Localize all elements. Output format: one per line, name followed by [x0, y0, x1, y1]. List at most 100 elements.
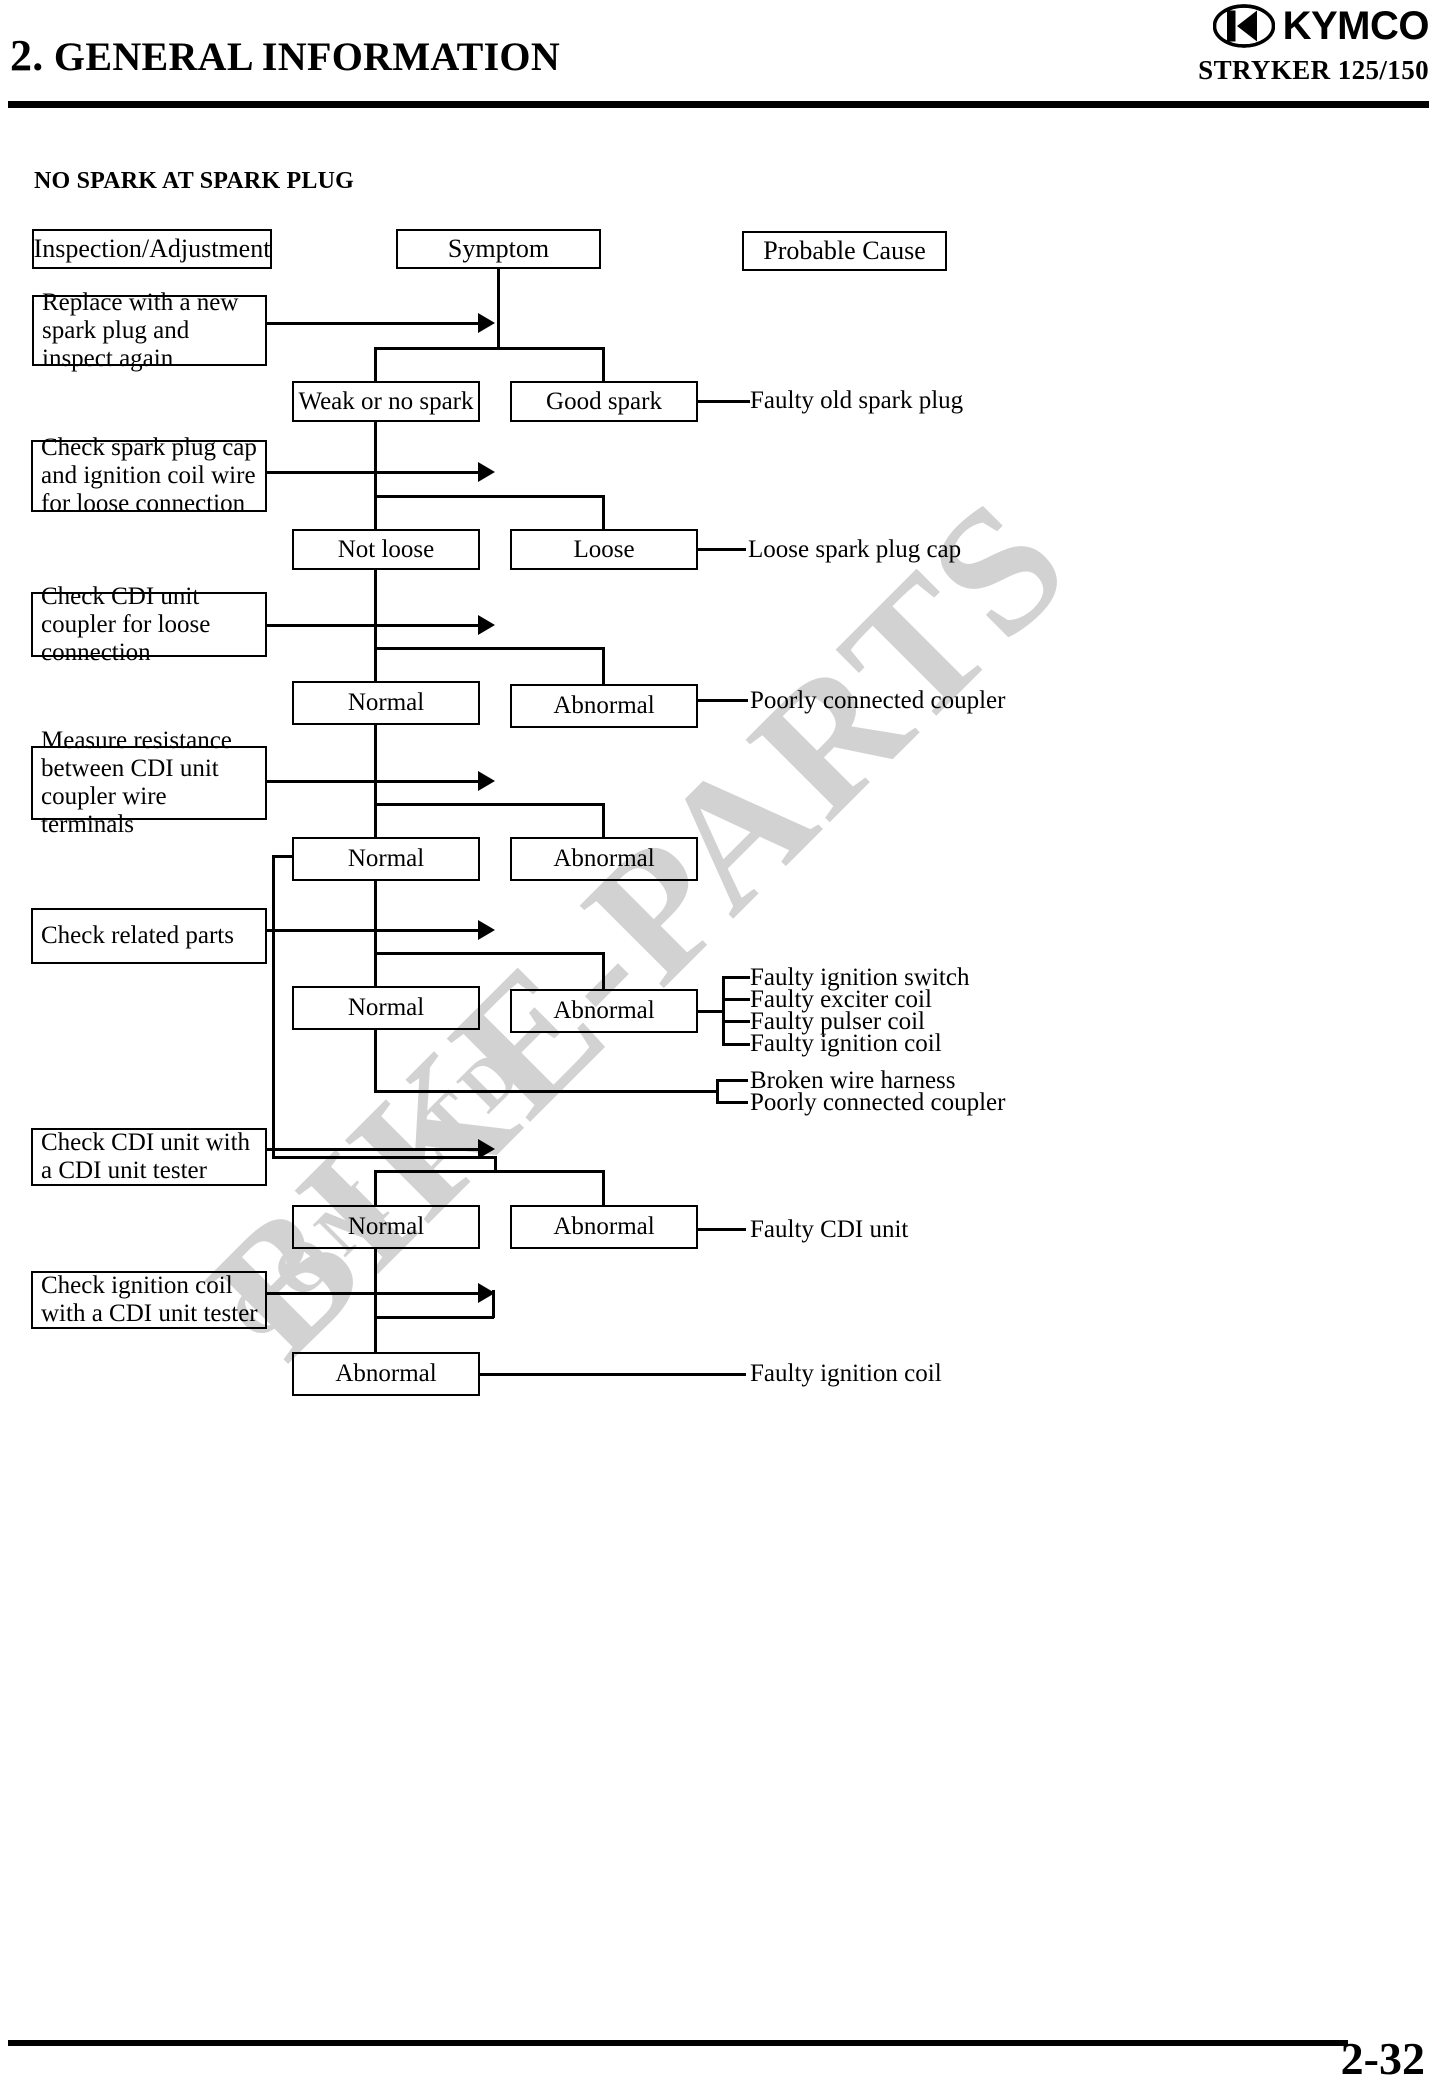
leader-cause-11 [480, 1373, 746, 1376]
symptom-normal-6: Normal [292, 1205, 480, 1249]
symptom-abnormal-3: Abnormal [510, 684, 698, 728]
connector-normal4-left-elbow [272, 855, 294, 858]
arrow-step2-line [267, 471, 480, 474]
inspection-step-6: Check CDI unit with a CDI unit tester [31, 1128, 267, 1186]
inspection-step-1: Replace with a new spark plug and inspec… [32, 289, 267, 372]
connector-normal4-left-long-drop [272, 855, 275, 1158]
arrow-step1-head [478, 313, 495, 333]
inspection-step-5: Check related parts [31, 908, 267, 964]
connector-row1-left-continue [374, 422, 377, 495]
leader-cause-5 [722, 998, 750, 1001]
chapter-title-text: GENERAL INFORMATION [53, 34, 561, 79]
symptom-weak-or-no-spark: Weak or no spark [292, 381, 480, 422]
connector-row4-right-drop [602, 803, 605, 837]
leader-cause-7 [722, 1043, 750, 1046]
column-header-inspection: Inspection/Adjustment [32, 229, 272, 269]
connector-row3-right-drop [602, 647, 605, 684]
connector-row1-split [374, 347, 604, 350]
connector-row3-split [374, 647, 604, 650]
symptom-loose: Loose [510, 529, 698, 570]
symptom-normal-4: Normal [292, 837, 480, 881]
arrow-step1-line [267, 322, 480, 325]
leader-cause-6 [722, 1020, 750, 1023]
probable-cause-2: Loose spark plug cap [748, 536, 962, 563]
connector-normal5-to-broken-wire [374, 1090, 716, 1093]
chapter-number: 2. [10, 31, 44, 80]
probable-cause-4: Faulty ignition switch [750, 964, 970, 991]
connector-row3-left-drop [374, 647, 377, 681]
connector-row1-left-drop [374, 347, 377, 381]
connector-row4-left-drop [374, 803, 377, 837]
leader-cause-group2-bracket [716, 1079, 719, 1103]
arrow-step5-head [478, 920, 495, 940]
inspection-step-3: Check CDI unit coupler for loose connect… [31, 583, 267, 666]
footer-divider [8, 2040, 1348, 2046]
probable-cause-6: Faulty pulser coil [750, 1008, 925, 1035]
page-title: 2. GENERAL INFORMATION [10, 30, 560, 81]
arrow-step4-line [267, 780, 480, 783]
arrow-step2-head [478, 462, 495, 482]
leader-cause-4 [722, 976, 750, 979]
connector-normal5-down [374, 1030, 377, 1092]
connector-row4-left-continue [374, 881, 377, 952]
column-header-probable-cause: Probable Cause [742, 231, 947, 271]
connector-step6-stem [494, 1156, 497, 1172]
symptom-not-loose: Not loose [292, 529, 480, 570]
page-number: 2-32 [1340, 2033, 1425, 2084]
inspection-step-7: Check ignition coil with a CDI unit test… [31, 1271, 267, 1329]
connector-step7-stem [492, 1290, 495, 1318]
connector-normal4-to-step6-row [272, 1156, 494, 1159]
arrow-step5-line [267, 929, 480, 932]
symptom-abnormal-4: Abnormal [510, 837, 698, 881]
leader-cause-group-stem [698, 1010, 724, 1013]
symptom-abnormal-5: Abnormal [510, 989, 698, 1033]
connector-row7-split [374, 1316, 494, 1319]
connector-row6-left-drop [374, 1170, 377, 1205]
symptom-normal-3: Normal [292, 681, 480, 725]
page-header: 2. GENERAL INFORMATION KYMCO STRYKER 125… [0, 0, 1437, 112]
arrow-step3-head [478, 615, 495, 635]
symptom-normal-5: Normal [292, 986, 480, 1030]
leader-cause-9 [716, 1101, 748, 1104]
leader-cause-3 [698, 699, 748, 702]
probable-cause-8: Broken wire harness [750, 1067, 956, 1094]
connector-row6-right-drop [602, 1170, 605, 1205]
kymco-logo: KYMCO [1212, 2, 1430, 50]
arrow-step7-head [478, 1283, 495, 1303]
leader-cause-group-bracket [722, 976, 725, 1045]
inspection-step-4: Measure resistance between CDI unit coup… [31, 727, 267, 838]
leader-cause-10 [698, 1228, 746, 1231]
connector-row4-split [374, 803, 604, 806]
arrow-step7-line [267, 1292, 480, 1295]
probable-cause-10: Faulty CDI unit [750, 1216, 909, 1243]
connector-row5-split [374, 952, 604, 955]
arrow-step6-head [478, 1139, 495, 1159]
connector-row6-left-continue [374, 1249, 377, 1318]
arrow-step3-line [267, 624, 480, 627]
symptom-abnormal-7: Abnormal [292, 1352, 480, 1396]
section-title: NO SPARK AT SPARK PLUG [34, 168, 354, 194]
connector-row3-left-continue [374, 725, 377, 803]
header-divider [8, 101, 1429, 108]
brand-name: KYMCO [1282, 4, 1430, 48]
leader-cause-1 [698, 400, 750, 403]
kymco-logo-icon [1212, 4, 1275, 48]
connector-row5-right-drop [602, 952, 605, 989]
symptom-good-spark: Good spark [510, 381, 698, 422]
connector-row6-split [374, 1170, 604, 1173]
probable-cause-9: Poorly connected coupler [750, 1089, 1006, 1116]
connector-row2-left-continue [374, 570, 377, 647]
connector-row7-left-drop [374, 1316, 377, 1352]
connector-row1-right-drop [602, 347, 605, 381]
connector-row2-split [374, 495, 604, 498]
probable-cause-7: Faulty ignition coil [750, 1030, 942, 1057]
inspection-step-2: Check spark plug cap and ignition coil w… [31, 434, 267, 517]
probable-cause-1: Faulty old spark plug [750, 387, 964, 414]
leader-cause-8 [716, 1079, 748, 1082]
arrow-step6-line [267, 1148, 480, 1151]
probable-cause-11: Faulty ignition coil [750, 1360, 942, 1387]
leader-cause-2 [698, 548, 746, 551]
arrow-step4-head [478, 771, 495, 791]
connector-row2-left-drop [374, 495, 377, 529]
